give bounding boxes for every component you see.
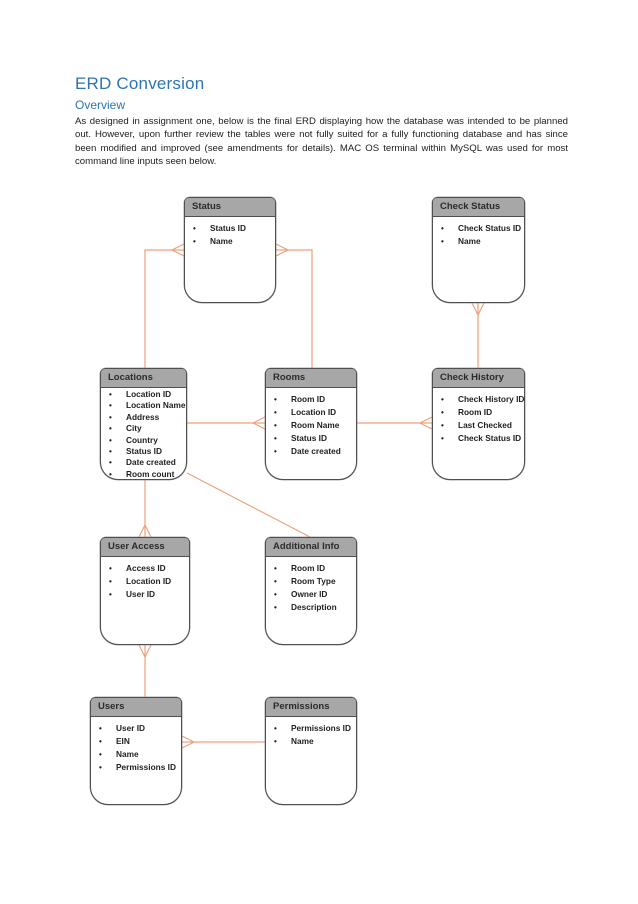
entity-attribute: Location Name <box>101 400 186 411</box>
entity-attribute: Location ID <box>101 575 189 588</box>
crows-foot-locations-user-access <box>138 524 146 538</box>
entity-attribute: Date created <box>266 445 356 458</box>
entity-title-check-status: Check Status <box>433 198 524 217</box>
crows-foot-rooms-status <box>275 243 289 251</box>
entity-attribute: Status ID <box>185 222 275 235</box>
crows-foot-locations-rooms <box>252 416 266 424</box>
entity-check-status: Check StatusCheck Status IDName <box>432 197 525 303</box>
crows-foot-users-user-access <box>144 644 152 658</box>
entity-attribute: Status ID <box>266 432 356 445</box>
entity-attribute-list: Check History IDRoom IDLast CheckedCheck… <box>433 388 524 445</box>
entity-attribute: Address <box>101 412 186 423</box>
entity-title-locations: Locations <box>101 369 186 388</box>
entity-attribute-list: User IDEINNamePermissions ID <box>91 717 181 774</box>
entity-attribute: City <box>101 423 186 434</box>
crows-foot-locations-status <box>171 249 185 257</box>
entity-attribute: Last Checked <box>433 419 524 432</box>
page-title: ERD Conversion <box>75 74 205 93</box>
entity-additional-info: Additional InfoRoom IDRoom TypeOwner IDD… <box>265 537 357 645</box>
entity-attribute: Permissions ID <box>266 722 356 735</box>
entity-attribute: Room count <box>101 469 186 480</box>
entity-attribute: Date created <box>101 457 186 468</box>
entity-attribute: Status ID <box>101 446 186 457</box>
crows-foot-permissions-users <box>181 741 195 749</box>
section-heading-overview: Overview <box>75 98 126 112</box>
entity-attribute: Name <box>91 748 181 761</box>
entity-title-permissions: Permissions <box>266 698 356 717</box>
entity-permissions: PermissionsPermissions IDName <box>265 697 357 805</box>
entity-attribute-list: Status IDName <box>185 217 275 248</box>
entity-users: UsersUser IDEINNamePermissions ID <box>90 697 182 805</box>
crows-foot-check-history-check-status <box>477 302 485 316</box>
entity-attribute: Room ID <box>266 393 356 406</box>
entity-attribute: User ID <box>101 588 189 601</box>
crows-foot-rooms-status <box>275 249 289 257</box>
entity-title-check-history: Check History <box>433 369 524 388</box>
entity-status: StatusStatus IDName <box>184 197 276 303</box>
entity-attribute-list: Check Status IDName <box>433 217 524 248</box>
entity-attribute: Check History ID <box>433 393 524 406</box>
entity-attribute: Room Type <box>266 575 356 588</box>
entity-title-additional-info: Additional Info <box>266 538 356 557</box>
entity-attribute: Country <box>101 435 186 446</box>
entity-check-history: Check HistoryCheck History IDRoom IDLast… <box>432 368 525 480</box>
entity-attribute: Name <box>433 235 524 248</box>
entity-attribute-list: Permissions IDName <box>266 717 356 748</box>
entity-attribute-list: Location IDLocation NameAddressCityCount… <box>101 388 186 480</box>
entity-locations: LocationsLocation IDLocation NameAddress… <box>100 368 187 480</box>
entity-attribute: Name <box>266 735 356 748</box>
crows-foot-check-history-check-status <box>471 302 479 316</box>
connector-locations-status <box>144 249 172 368</box>
connector-rooms-status <box>288 249 313 368</box>
entity-attribute: EIN <box>91 735 181 748</box>
entity-attribute-list: Room IDRoom TypeOwner IDDescription <box>266 557 356 614</box>
crows-foot-locations-rooms <box>252 422 266 430</box>
entity-attribute: Check Status ID <box>433 432 524 445</box>
entity-attribute: Room Name <box>266 419 356 432</box>
crows-foot-rooms-check-history <box>419 416 433 424</box>
entity-rooms: RoomsRoom IDLocation IDRoom NameStatus I… <box>265 368 357 480</box>
entity-title-rooms: Rooms <box>266 369 356 388</box>
connector-locations-additional-info <box>186 472 311 538</box>
entity-attribute: Description <box>266 601 356 614</box>
entity-attribute: Permissions ID <box>91 761 181 774</box>
entity-title-status: Status <box>185 198 275 217</box>
entity-attribute: Location ID <box>266 406 356 419</box>
crows-foot-locations-user-access <box>144 524 152 538</box>
entity-attribute: Name <box>185 235 275 248</box>
crows-foot-users-user-access <box>138 644 146 658</box>
entity-attribute: Room ID <box>266 562 356 575</box>
entity-title-user-access: User Access <box>101 538 189 557</box>
entity-attribute: User ID <box>91 722 181 735</box>
crows-foot-rooms-check-history <box>419 422 433 430</box>
entity-attribute: Access ID <box>101 562 189 575</box>
entity-title-users: Users <box>91 698 181 717</box>
entity-attribute: Check Status ID <box>433 222 524 235</box>
entity-attribute: Location ID <box>101 389 186 400</box>
entity-attribute: Owner ID <box>266 588 356 601</box>
entity-attribute-list: Room IDLocation IDRoom NameStatus IDDate… <box>266 388 356 458</box>
crows-foot-permissions-users <box>181 735 195 743</box>
entity-attribute: Room ID <box>433 406 524 419</box>
overview-paragraph: As designed in assignment one, below is … <box>75 116 568 168</box>
crows-foot-locations-status <box>171 243 185 251</box>
